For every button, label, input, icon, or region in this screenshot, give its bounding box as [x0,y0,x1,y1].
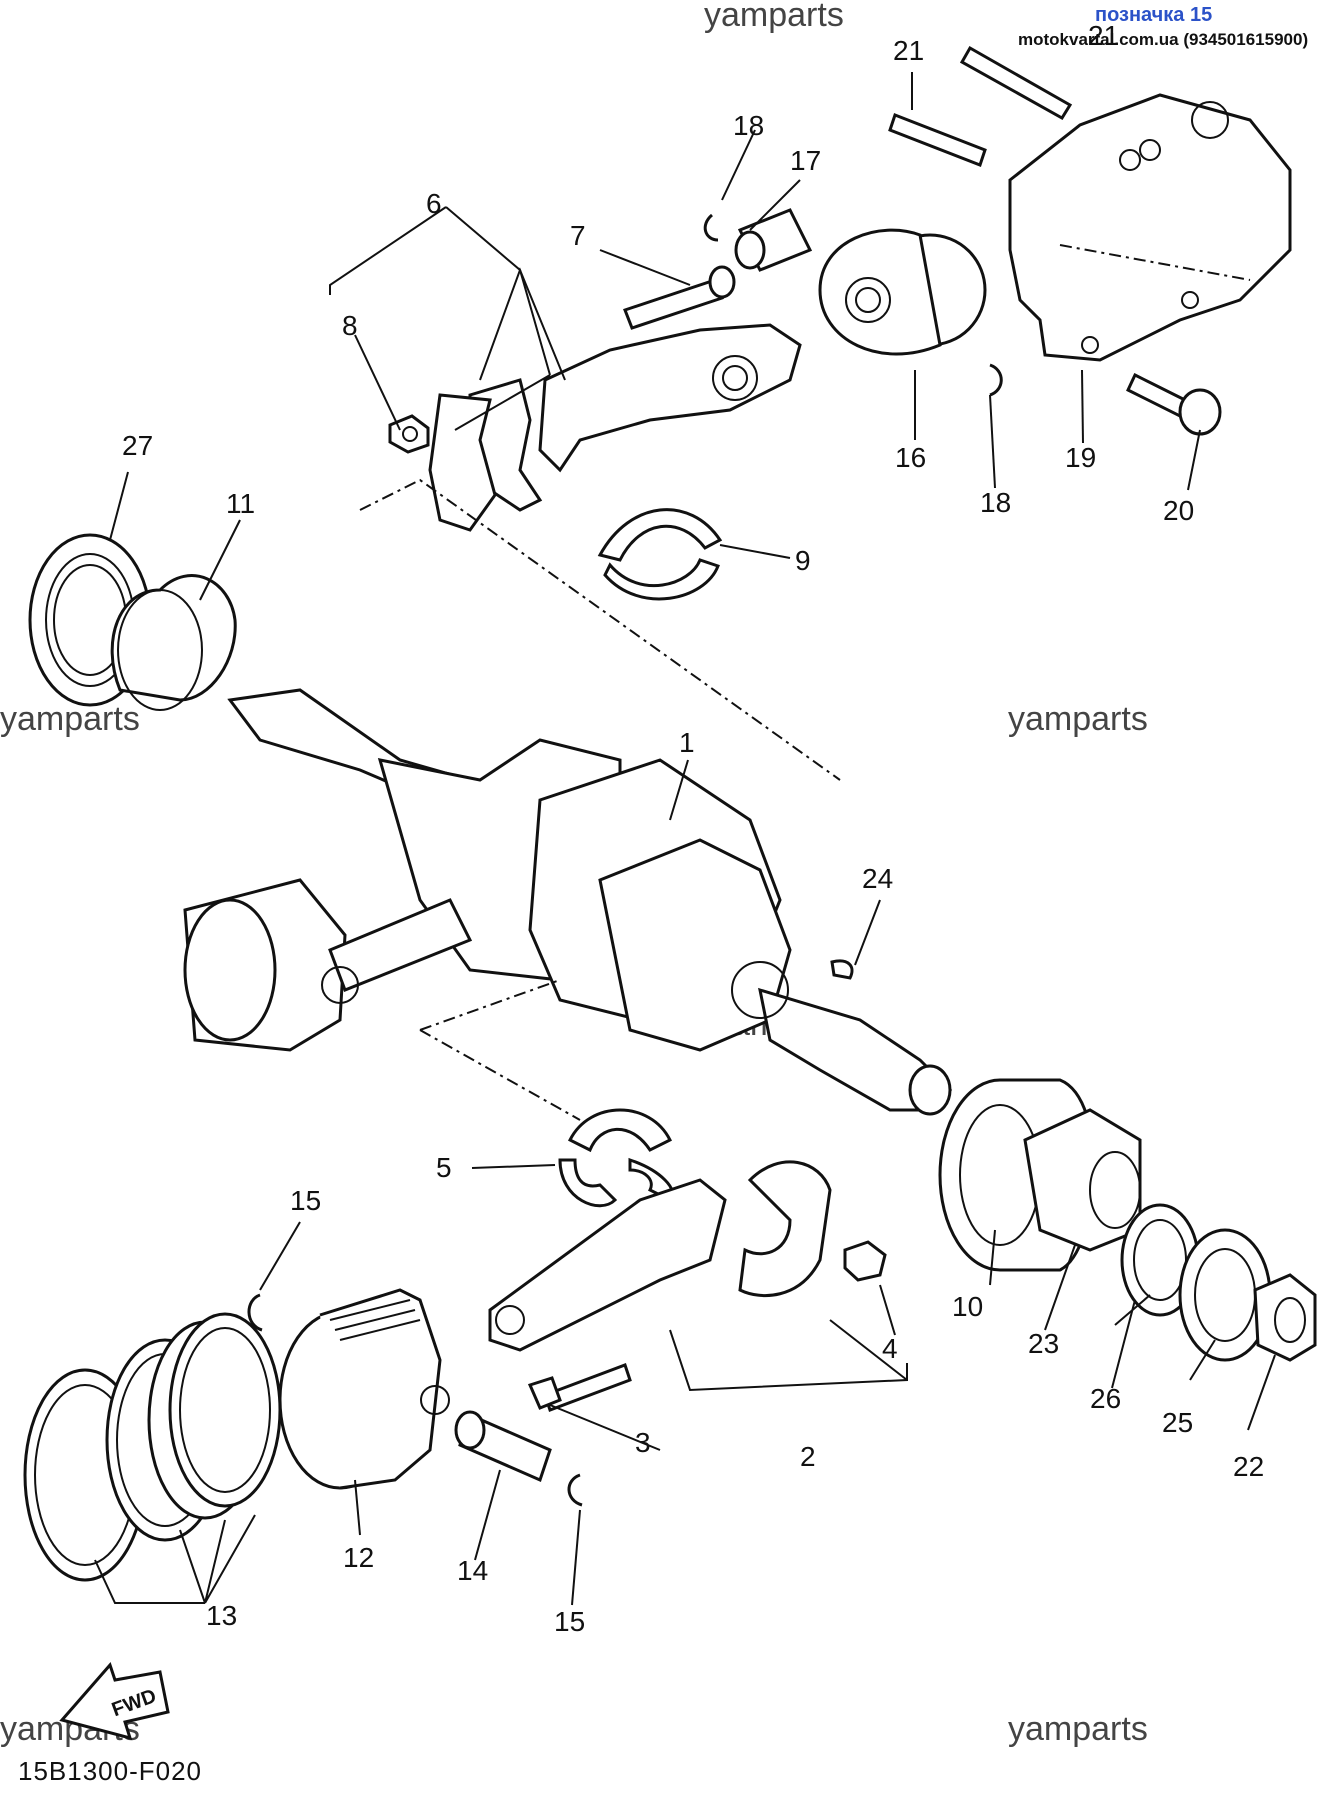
callout-14: 14 [457,1555,488,1586]
callout-8: 8 [342,310,358,341]
alignment-line-upper [359,478,841,781]
callout-22: 22 [1233,1451,1264,1482]
watermark-right: yamparts [1008,700,1148,738]
alignment-line-lower [419,979,581,1121]
callout-26: 26 [1090,1383,1121,1414]
rod-nut-lower [843,1240,887,1282]
label-link[interactable]: позначка 15 [1095,4,1213,26]
circlip-upper-left [703,213,719,242]
callout-18-lower: 18 [980,487,1011,518]
end-nut [1253,1273,1317,1362]
dowel-pins [888,45,1073,167]
callout-23: 23 [1028,1328,1059,1359]
bolt-housing [1126,372,1222,436]
watermark-top: yamparts [704,0,844,34]
crank-piston [183,878,473,1052]
housing-cover [1008,93,1292,362]
callout-15: 15 [290,1185,321,1216]
callout-16: 16 [895,442,926,473]
callout-21: 21 [893,35,924,66]
callout-18: 18 [733,110,764,141]
callout-11: 11 [226,488,255,519]
piston-pin-lower [454,1410,552,1483]
callout-10: 10 [952,1291,983,1322]
crankshaft [227,688,953,1116]
upper-connecting-rod [428,323,802,532]
lower-piston [278,1288,450,1490]
crank-bearing-halves [558,1108,674,1208]
callout-3: 3 [635,1427,651,1458]
collar-sleeve [1023,1108,1142,1252]
callout-12: 12 [343,1542,374,1573]
bearing-upper [597,508,723,601]
fwd-arrow: FWD [59,1662,170,1741]
callout-17: 17 [790,145,821,176]
callout-24: 24 [862,863,893,894]
callout-4: 4 [882,1333,898,1364]
upper-piston [818,228,987,356]
callout-9: 9 [795,545,811,576]
circlip-upper-right [989,363,1003,397]
callout-5: 5 [436,1152,452,1183]
callout-21-top: 21 [1088,20,1119,51]
bearing-left [110,574,237,711]
callout-13: 13 [206,1600,237,1631]
site-phone: motokvartal.com.ua (934501615900) [1018,30,1309,49]
callout-20: 20 [1163,495,1194,526]
watermark-left: yamparts [0,700,140,738]
piston-rings [23,1312,282,1582]
woodruff-key [830,959,854,980]
callout-6: 6 [426,188,442,219]
callout-7: 7 [570,220,586,251]
watermark-bottom-right: yamparts [1008,1710,1148,1748]
piston-pin-upper [734,208,813,272]
circlip-lower-left [247,1293,263,1332]
rod-bolt-upper [623,265,736,330]
callout-19: 19 [1065,442,1096,473]
callout-25: 25 [1162,1407,1193,1438]
callout-27: 27 [122,430,153,461]
callout-15-lower: 15 [554,1606,585,1637]
lower-connecting-rod [488,1160,832,1352]
diagram-code: 15B1300-F020 [18,1756,203,1786]
callout-numbers: 1 2 3 4 5 6 7 8 9 10 11 12 13 14 15 16 1… [122,20,1264,1637]
rod-bolt-lower [527,1363,632,1412]
rod-nut-upper [388,414,430,454]
circlip-lower-right [567,1473,583,1507]
leader-lines [94,72,1276,1606]
callout-1: 1 [679,727,695,758]
callout-2: 2 [800,1441,816,1472]
